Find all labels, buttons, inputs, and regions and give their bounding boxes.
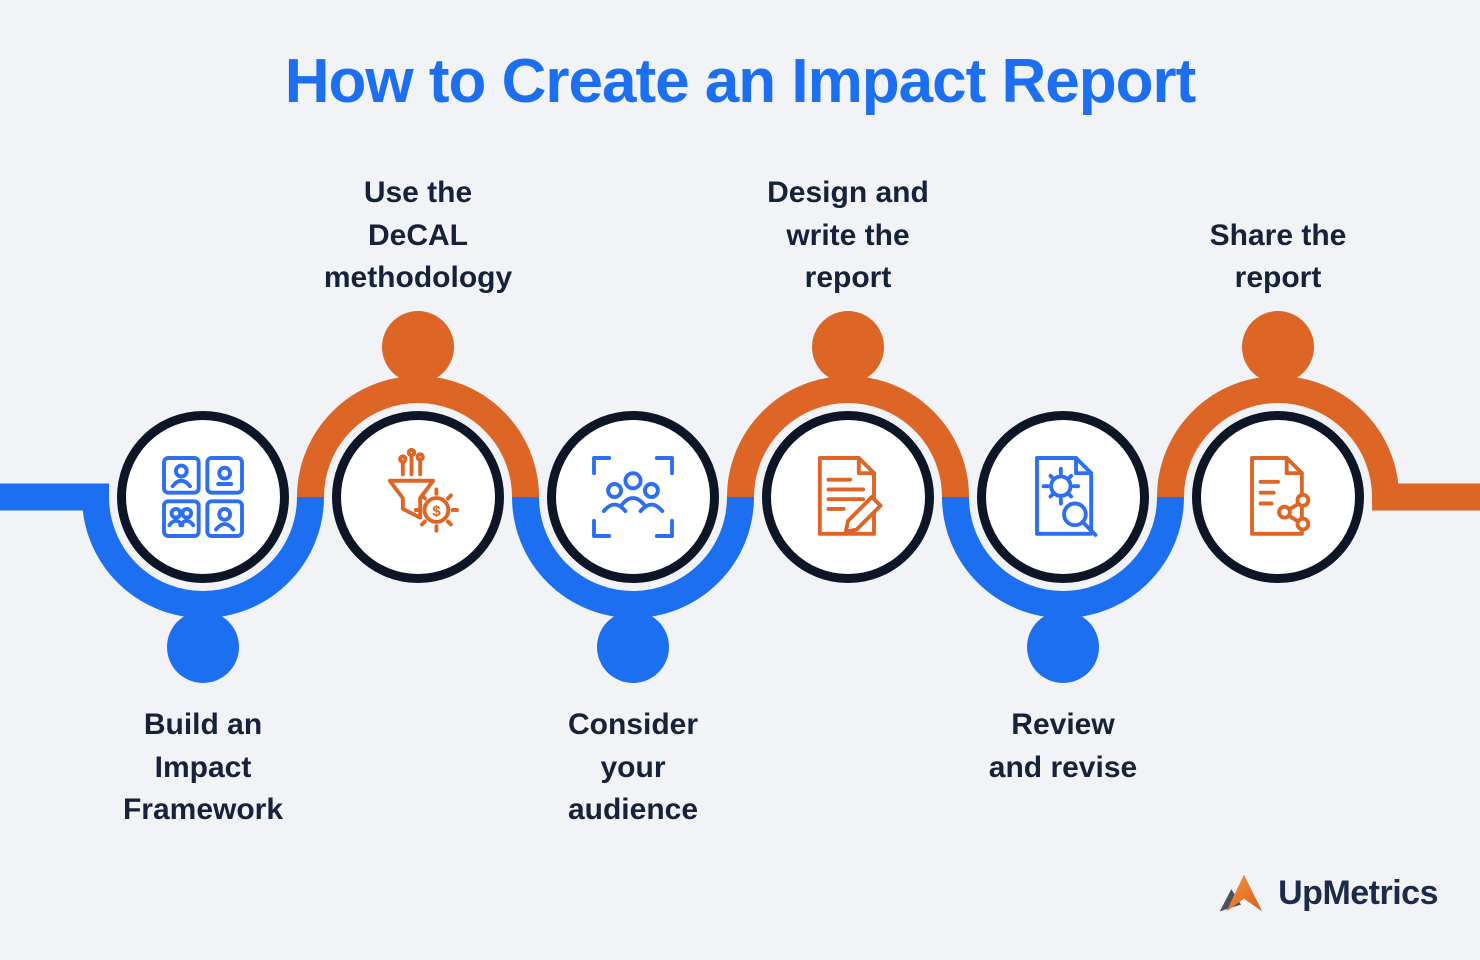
page-title: How to Create an Impact Report bbox=[284, 47, 1196, 116]
wave-node-dot-4 bbox=[812, 311, 884, 383]
svg-text:$: $ bbox=[432, 503, 441, 520]
write-report-document-icon bbox=[817, 456, 883, 536]
step-circle-5 bbox=[977, 411, 1149, 583]
step-label-design-write-report: Design and write the report bbox=[767, 176, 929, 295]
step-circle-6 bbox=[1192, 411, 1364, 583]
wave-node-dot-3 bbox=[597, 611, 669, 683]
impact-framework-puzzle-icon bbox=[162, 456, 244, 538]
share-report-network-icon bbox=[1250, 456, 1311, 536]
wave-segment-orange-3 bbox=[1157, 376, 1480, 511]
wave-node-dot-2 bbox=[382, 311, 454, 383]
step-label-share-report: Share the report bbox=[1209, 218, 1347, 295]
decal-methodology-funnel-icon: $ bbox=[387, 447, 459, 533]
step-label-build-impact-framework: Build an Impact Framework bbox=[122, 708, 284, 827]
upmetrics-logo-text: UpMetrics bbox=[1278, 873, 1438, 912]
wave-segment-blue-1 bbox=[0, 483, 324, 618]
audience-people-icon bbox=[592, 456, 674, 538]
wave-node-dot-1 bbox=[167, 611, 239, 683]
step-circle-3 bbox=[547, 411, 719, 583]
review-gear-magnifier-icon bbox=[1035, 456, 1098, 537]
wave-node-dot-5 bbox=[1027, 611, 1099, 683]
step-label-consider-audience: Consider your audience bbox=[567, 708, 699, 827]
wave-segment-blue-2 bbox=[512, 496, 754, 618]
upmetrics-logo: UpMetrics bbox=[1214, 866, 1438, 920]
wave-node-dot-6 bbox=[1242, 311, 1314, 383]
wave-segment-blue-3 bbox=[942, 496, 1184, 618]
upmetrics-logo-mark-icon bbox=[1219, 874, 1263, 912]
step-circle-1 bbox=[117, 411, 289, 583]
wave-segment-orange-2 bbox=[727, 376, 969, 498]
wave-segment-orange-1 bbox=[297, 376, 539, 498]
step-label-review-revise: Review and revise bbox=[988, 708, 1138, 784]
step-label-decal-methodology: Use the DeCAL methodology bbox=[323, 176, 513, 295]
step-circle-2: $ bbox=[332, 411, 504, 583]
step-circle-4 bbox=[762, 411, 934, 583]
